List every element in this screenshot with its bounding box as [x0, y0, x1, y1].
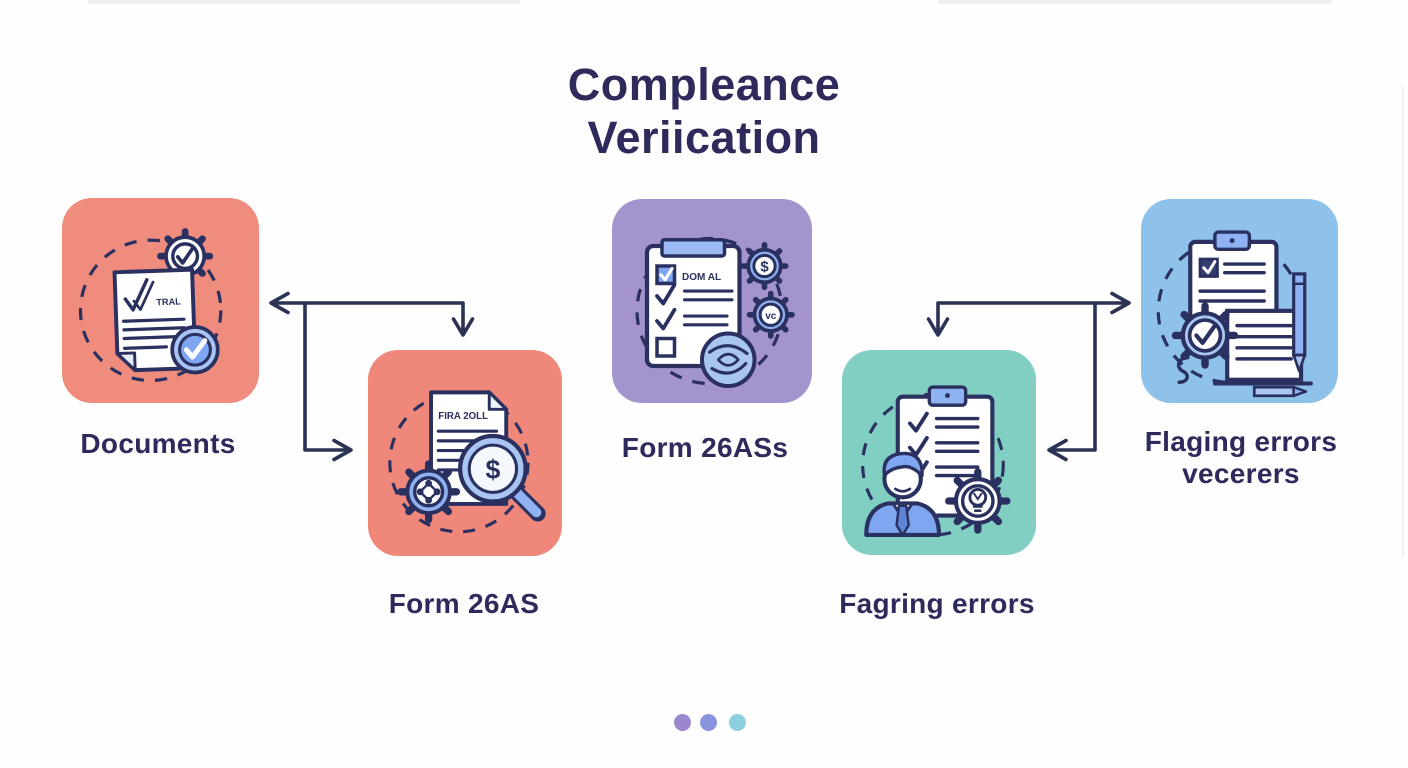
top-edge-artifact-right [938, 0, 1332, 4]
arrowhead-down-icon [451, 317, 475, 337]
arrowhead-left-icon [269, 291, 290, 315]
arrowhead-down-icon [926, 317, 950, 337]
page-title-line2: Veriication [587, 112, 821, 163]
glasses-glyph: vc [765, 311, 777, 322]
doc-text: FIRA 2OLL [438, 411, 488, 422]
step-tile-flaging-errors [1141, 199, 1338, 403]
arrowhead-left-icon [1047, 438, 1068, 462]
doc-text: DOM AL [682, 272, 721, 283]
step-tile-fagring-errors [842, 350, 1036, 555]
arrow-branch-to-tile2 [303, 302, 351, 452]
pagination-dot-1[interactable] [674, 714, 691, 731]
arrow-tile2-to-tile1 [271, 301, 465, 334]
step-label-documents: Documents [80, 428, 236, 459]
gear-lightbulb-icon [945, 468, 1011, 534]
step-tile-documents: TRAL [62, 198, 259, 403]
step-label-form-26ass: Form 26ASs [621, 432, 789, 463]
squiggle [1176, 355, 1190, 384]
doc-text: TRAL [156, 296, 181, 307]
check-badge-icon [170, 325, 220, 375]
step-label-form-26as: Form 26AS [388, 588, 540, 619]
arrow-branch-to-tile4 [1049, 302, 1097, 452]
document-gear-check-icon: TRAL [78, 228, 223, 383]
right-edge-line [1402, 86, 1404, 556]
gear-molecule-icon [397, 460, 461, 524]
dashed-circle [78, 238, 223, 383]
person-icon [864, 451, 942, 538]
page-title: Compleance Veriication [0, 58, 1408, 164]
arrowhead-right-icon [1110, 291, 1131, 315]
person-checklist-bulb-gear-icon [861, 385, 1011, 538]
step-label-flaging-errors: Flaging errors vecerers [1144, 426, 1338, 489]
pagination-dot-3[interactable] [729, 714, 746, 731]
gear-glasses-icon: vc [746, 290, 795, 339]
globe-icon [700, 331, 757, 388]
document-magnifier-dollar-icon: FIRA 2OLL [388, 390, 546, 534]
step-tile-form-26ass: DOM AL $ [612, 199, 812, 403]
magnifier-dollar-icon: $ [458, 433, 546, 522]
arrow-tile4-to-tile5 [936, 301, 1129, 334]
gear-dollar-icon: $ [740, 241, 789, 291]
clipboard-pen-gear-check-icon [1156, 230, 1313, 398]
checklist-gears-globe-icon: DOM AL $ [635, 236, 795, 388]
arrowhead-right-icon [332, 438, 353, 462]
dollar-glyph: $ [760, 259, 769, 276]
step-tile-form-26as: FIRA 2OLL [368, 350, 562, 556]
pagination-dot-2[interactable] [700, 714, 717, 731]
gear-check-icon [1171, 302, 1239, 369]
top-edge-artifact-left [88, 0, 520, 4]
pen-icon [1292, 272, 1307, 373]
small-pen-icon [1252, 385, 1308, 398]
step-label-fagring-errors: Fagring errors [839, 588, 1035, 619]
dollar-glyph: $ [485, 454, 500, 484]
page-title-line1: Compleance [567, 59, 841, 110]
